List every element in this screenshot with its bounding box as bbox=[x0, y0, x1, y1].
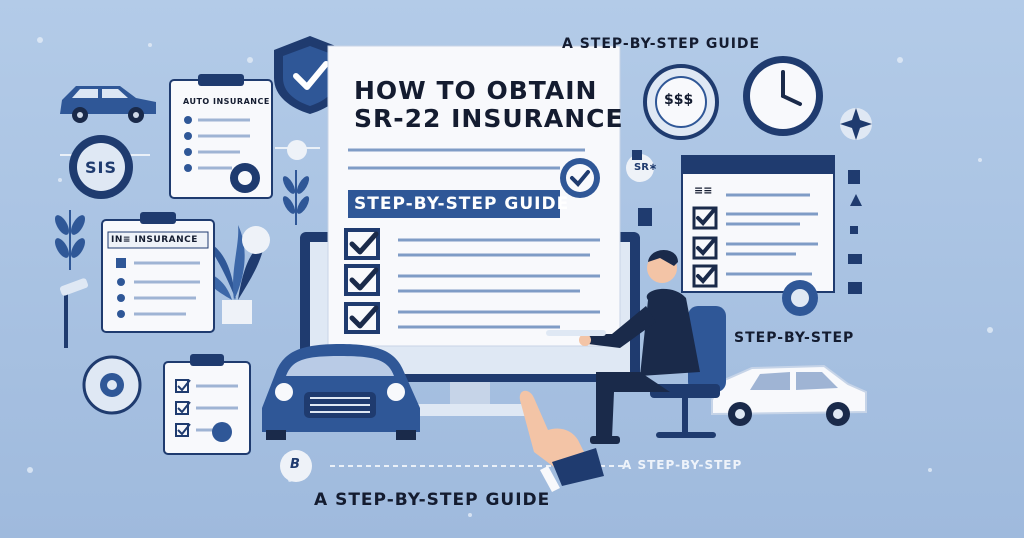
guide-banner-text: STEP-BY-STEP GUIDE bbox=[354, 194, 570, 214]
lamp-icon bbox=[59, 278, 89, 348]
car-icon bbox=[60, 86, 156, 123]
small-badge bbox=[280, 450, 312, 482]
blue-car-icon bbox=[262, 344, 420, 440]
suv-car-icon bbox=[711, 364, 867, 426]
insurance-clipboard-title: IN≡ INSURANCE bbox=[111, 235, 198, 245]
check-badge-icon bbox=[560, 158, 600, 198]
sis-badge bbox=[69, 135, 133, 199]
businessman-figure bbox=[579, 250, 700, 444]
decor-dot bbox=[242, 226, 270, 254]
pointing-hand-icon bbox=[519, 390, 604, 492]
chevron-icon bbox=[638, 208, 652, 226]
auto-insurance-clipboard bbox=[169, 74, 273, 199]
side-icons bbox=[848, 170, 862, 294]
keyboard bbox=[546, 330, 606, 336]
leaf-icon bbox=[55, 210, 86, 270]
gear-icon bbox=[230, 163, 260, 193]
sr-badge bbox=[626, 150, 654, 182]
coin-badge bbox=[643, 64, 719, 140]
headline-line-1: HOW TO OBTAIN bbox=[354, 76, 598, 105]
headline-line-2: SR-22 INSURANCE bbox=[354, 104, 624, 133]
insurance-clipboard bbox=[101, 212, 215, 333]
right-doc-header: ≡≡ bbox=[694, 184, 713, 197]
auto-clipboard-title: AUTO INSURANCE bbox=[183, 97, 270, 106]
sr-badge-text: SR∗ bbox=[634, 162, 658, 173]
decor-dot bbox=[287, 140, 307, 160]
bottom-caption: A STEP-BY-STEP GUIDE bbox=[314, 490, 551, 510]
right-document bbox=[681, 155, 835, 293]
gauge-center bbox=[791, 289, 809, 307]
right-caption: STEP-BY-STEP bbox=[734, 330, 855, 346]
guide-banner-bg bbox=[348, 190, 560, 218]
small-badge-text: B bbox=[290, 457, 300, 472]
clock-icon bbox=[743, 56, 823, 136]
sis-badge-text: SIS bbox=[85, 158, 117, 177]
star-icon bbox=[840, 108, 872, 140]
top-right-caption: A STEP-BY-STEP GUIDE bbox=[562, 36, 761, 52]
leaf-icon bbox=[282, 170, 310, 225]
coin-badge-text: $$$ bbox=[664, 92, 694, 108]
compass-icon bbox=[82, 355, 142, 415]
lower-caption: A STEP-BY-STEP bbox=[622, 458, 743, 472]
main-document bbox=[327, 45, 621, 347]
checklist-clipboard bbox=[163, 354, 251, 455]
